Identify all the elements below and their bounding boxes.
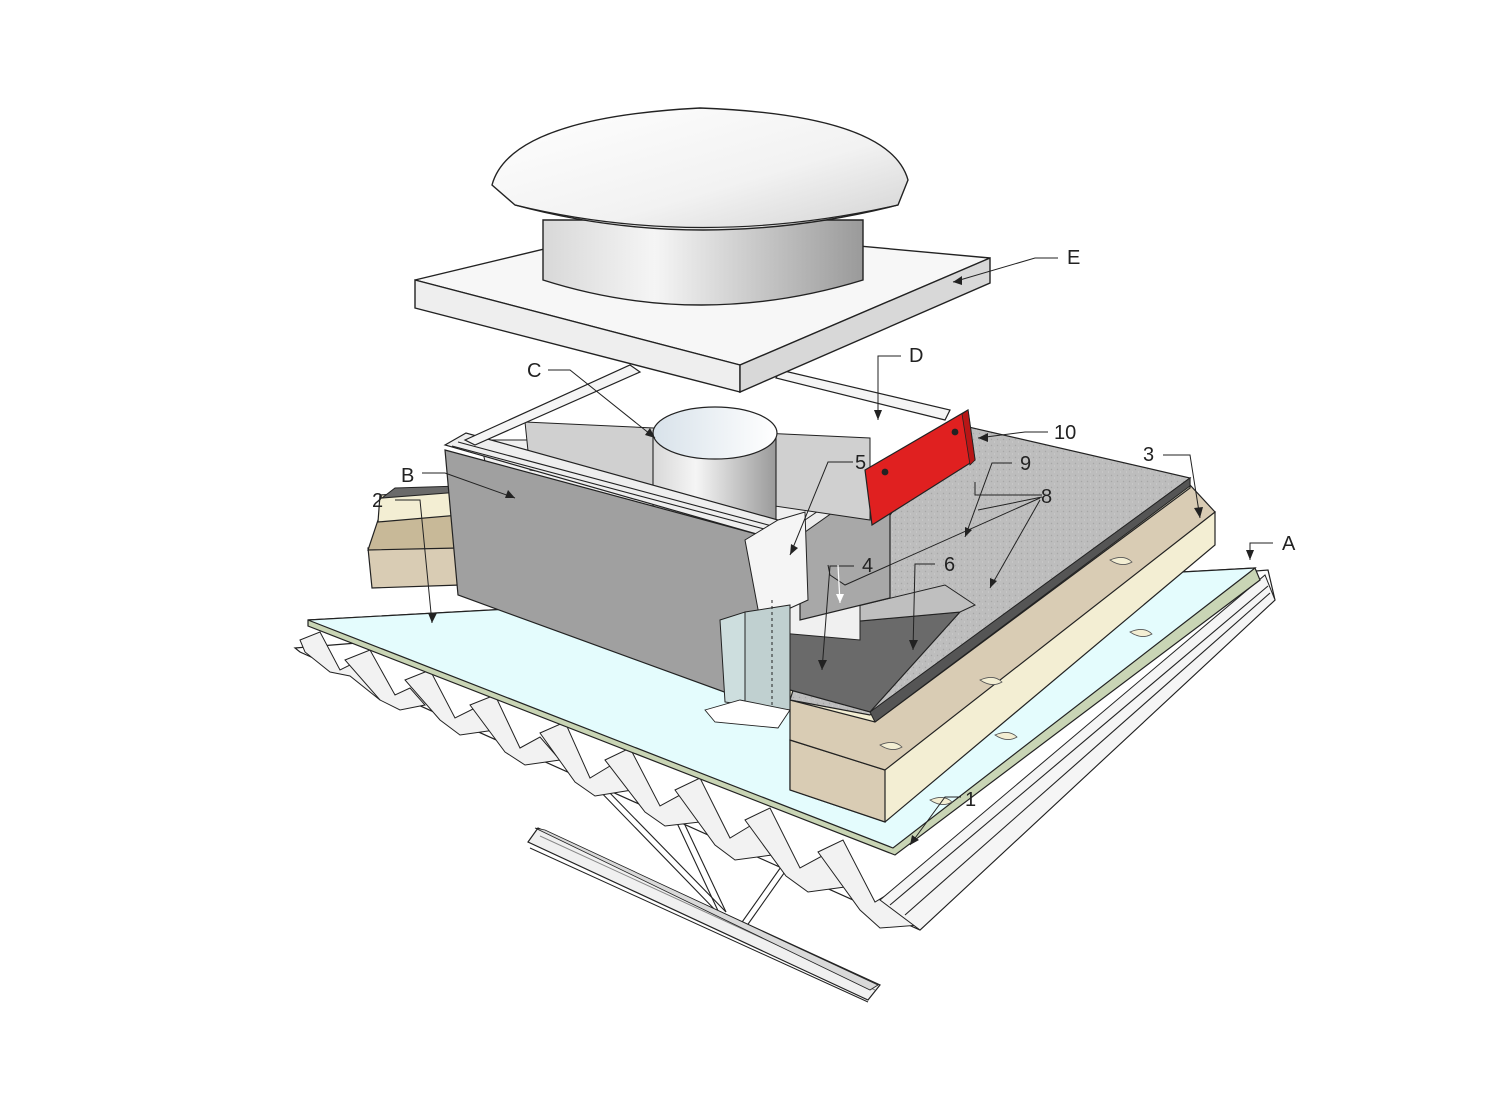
- label-5: 5: [855, 452, 866, 474]
- label-4: 4: [862, 555, 873, 577]
- support-rails: [463, 364, 951, 446]
- label-C: C: [527, 360, 541, 382]
- label-8: 8: [1041, 486, 1052, 508]
- label-B: B: [401, 465, 414, 487]
- label-3: 3: [1143, 444, 1154, 466]
- label-1: 1: [965, 789, 976, 811]
- exhaust-fan: [491, 107, 909, 306]
- leader-lines: [395, 257, 1273, 846]
- label-2: 2: [372, 490, 383, 512]
- label-A: A: [1282, 533, 1296, 555]
- curb: [443, 406, 891, 729]
- label-E: E: [1067, 247, 1080, 269]
- label-D: D: [909, 345, 923, 367]
- callout-labels: E D C 10 B 2 5 9 8 3 A 4 6 1: [372, 247, 1296, 811]
- label-6: 6: [944, 554, 955, 576]
- label-9: 9: [1020, 453, 1031, 475]
- label-10: 10: [1054, 422, 1076, 444]
- counter-flashing: [864, 409, 976, 527]
